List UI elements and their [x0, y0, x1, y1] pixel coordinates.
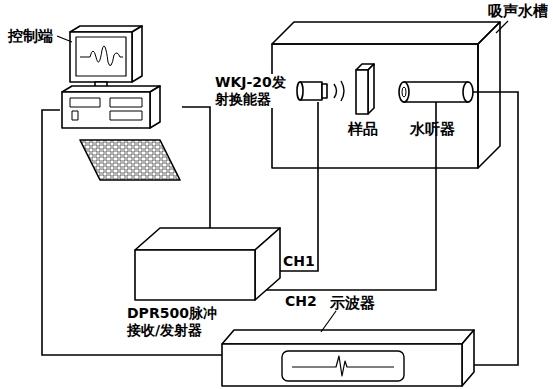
node-label: 吸声水槽 [488, 2, 548, 20]
node-label: 样品 [348, 120, 378, 138]
tank-drawing [272, 21, 508, 168]
node-label: 控制端 [8, 27, 53, 45]
computer-drawing [57, 26, 180, 180]
oscilloscope-drawing [222, 311, 474, 386]
computer: 控制端 [60, 24, 182, 184]
sample-drawing [356, 64, 374, 114]
node-label: DPR500脉冲 接收/发射器 [127, 305, 227, 339]
oscilloscope: 示波器 [222, 344, 462, 386]
transducer: WKJ-20发射换能器 [298, 80, 327, 102]
node-label: 水听器 [410, 120, 455, 138]
pulser-receiver: DPR500脉冲 接收/发射器 [135, 250, 255, 300]
channel-label: CH1 [282, 253, 316, 270]
node-label: WKJ-20发射换能器 [214, 74, 288, 108]
signal-wire [462, 92, 518, 365]
sample: 样品 [356, 64, 374, 114]
hydrophone-drawing [399, 82, 473, 102]
water-tank: 吸声水槽WKJ-20发射换能器样品水听器 [272, 44, 478, 168]
hydrophone: 水听器 [399, 82, 473, 102]
signal-wire [255, 102, 436, 290]
transducer-drawing [297, 81, 344, 101]
node-label: 示波器 [330, 294, 375, 312]
pulser-drawing [135, 228, 280, 300]
channel-label: CH2 [284, 293, 318, 310]
